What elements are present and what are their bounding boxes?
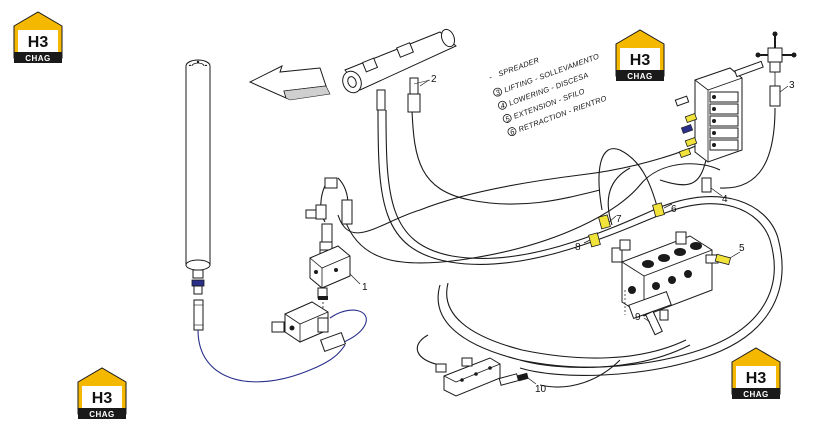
logo-main-text: H3 bbox=[92, 390, 113, 407]
main-hose-loops bbox=[337, 107, 783, 388]
callout-6: 6 bbox=[671, 204, 677, 215]
logo-main-text: H3 bbox=[746, 370, 767, 387]
logo-top-left: H3 CHAG bbox=[13, 11, 63, 63]
logo-main-text: H3 bbox=[28, 34, 49, 51]
logo-sub-text: CHAG bbox=[743, 390, 769, 399]
legend: SPREADER - 3 LIFTING - SOLLEVAMENTO 4 LO… bbox=[488, 52, 608, 137]
callout-3: 3 bbox=[789, 80, 795, 91]
direction-arrow bbox=[248, 65, 331, 101]
main-control-valve bbox=[583, 202, 741, 336]
legend-prefix: 4 bbox=[499, 101, 506, 111]
logo-main-text: H3 bbox=[630, 52, 651, 69]
legend-prefix: 6 bbox=[509, 127, 517, 137]
callout-4: 4 bbox=[722, 194, 728, 205]
valve-spools bbox=[628, 242, 702, 294]
callout-1: 1 bbox=[362, 282, 368, 293]
left-valve-assembly bbox=[305, 177, 361, 318]
callouts: 1 2 3 4 5 6 7 8 9 10 bbox=[362, 74, 795, 395]
callout-8: 8 bbox=[575, 242, 581, 253]
valve-sections bbox=[709, 91, 739, 151]
logo-sub-text: CHAG bbox=[25, 54, 51, 63]
bottom-manifold bbox=[435, 357, 537, 397]
legend-prefix: 3 bbox=[494, 87, 502, 97]
legend-prefix: - bbox=[488, 72, 494, 81]
callout-9: 9 bbox=[635, 312, 641, 323]
callout-5: 5 bbox=[739, 243, 745, 254]
legend-prefix: 5 bbox=[504, 114, 512, 124]
right-valve-stack bbox=[674, 31, 797, 197]
logo-sub-text: CHAG bbox=[89, 410, 115, 419]
callout-2: 2 bbox=[431, 74, 437, 85]
callout-10: 10 bbox=[535, 384, 547, 395]
hydraulic-cylinder bbox=[185, 59, 346, 383]
spreader-tube bbox=[342, 28, 457, 113]
logo-bottom-left: H3 CHAG bbox=[77, 367, 127, 419]
logo-bottom-right: H3 CHAG bbox=[731, 347, 781, 399]
callout-7: 7 bbox=[616, 214, 622, 225]
logo-sub-text: CHAG bbox=[627, 72, 653, 81]
logo-top-right: H3 CHAG bbox=[615, 29, 665, 81]
solenoid-valve bbox=[271, 301, 367, 353]
